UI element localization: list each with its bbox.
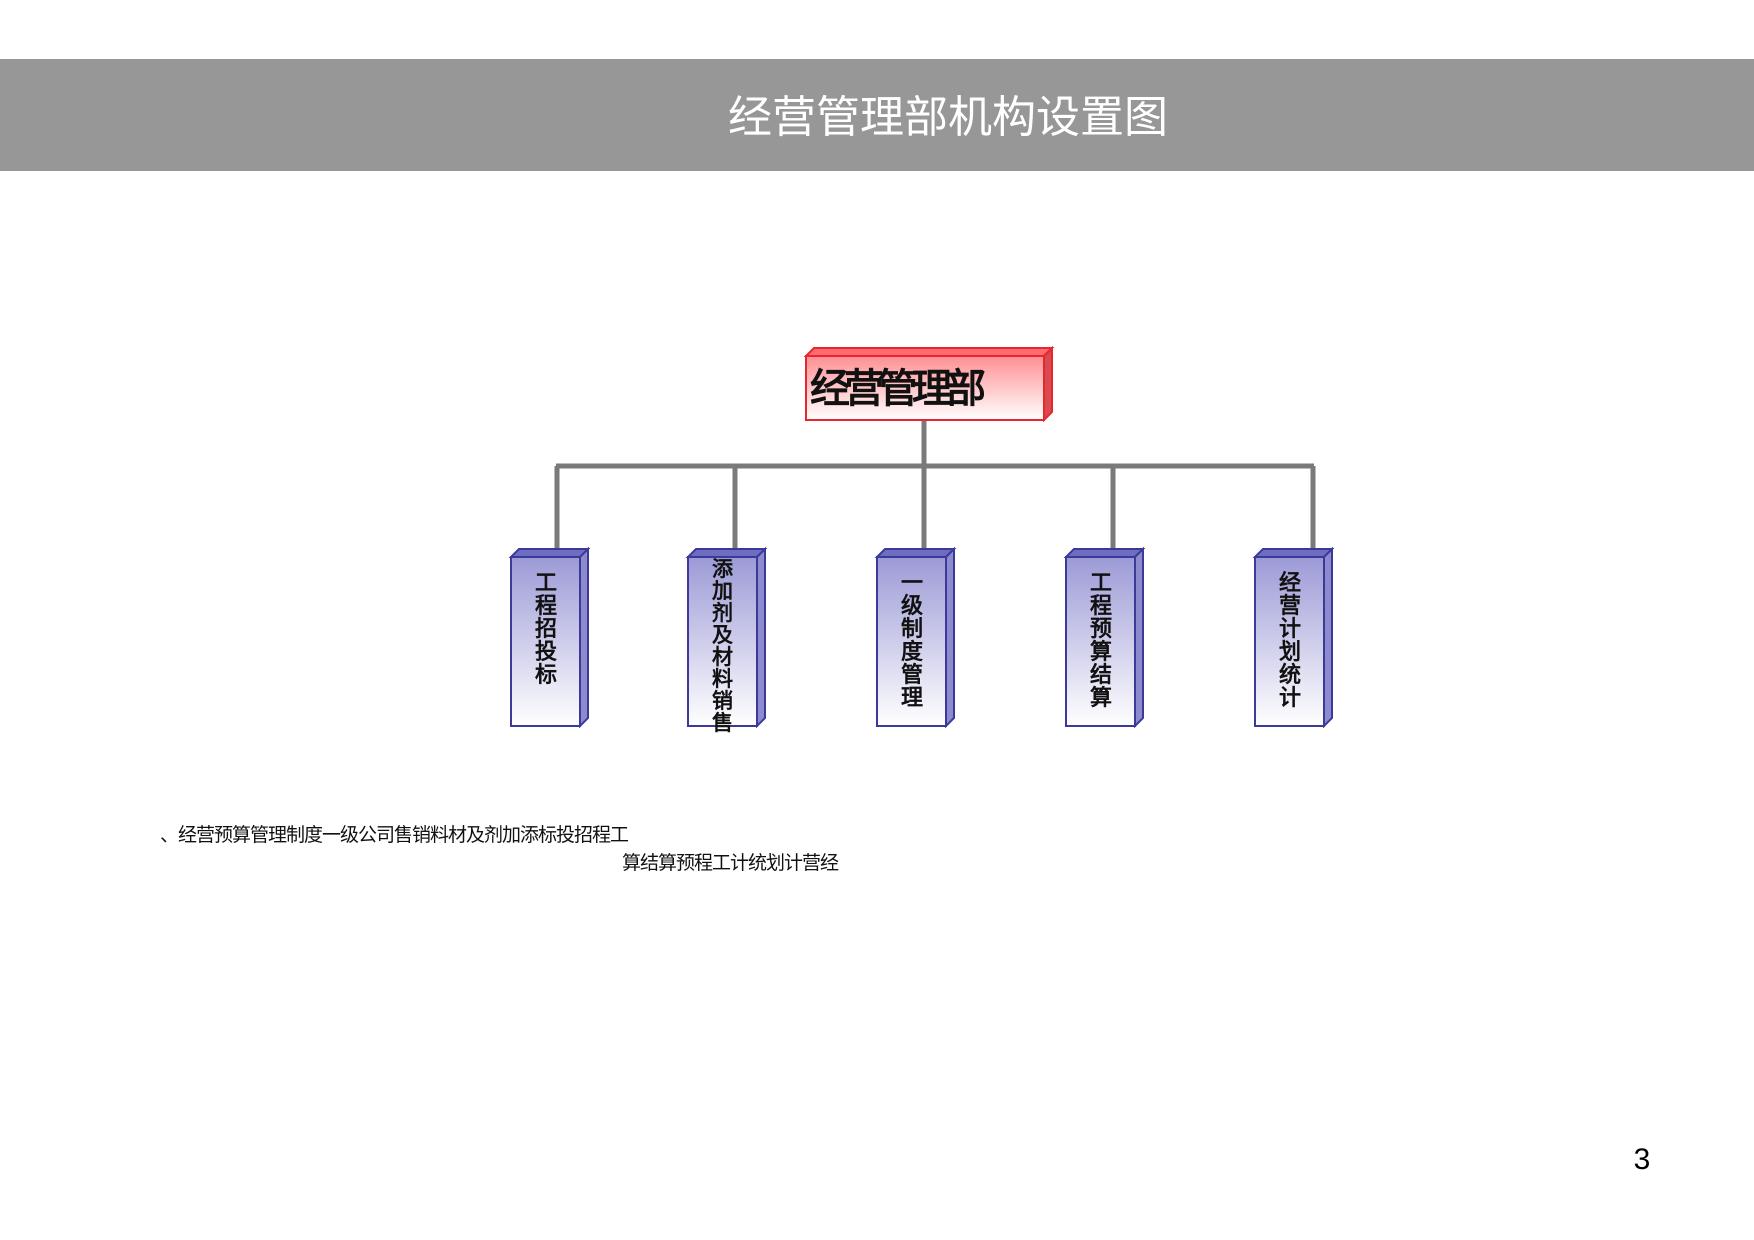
root-node-label: 经营管理部: [810, 366, 986, 412]
child-node-5: [1252, 546, 1335, 729]
child-node-4: [1063, 546, 1146, 729]
root-node: [803, 345, 1055, 423]
child-node-3-label: 一级制度管理: [901, 571, 924, 711]
child-node-1: [508, 546, 591, 729]
child-node-1-label: 工程招投标: [535, 571, 558, 688]
note-line-2: 算结算预程工计统划计营经: [622, 852, 839, 874]
connector-lines: [554, 420, 1316, 550]
note-line-1: 、经营预算管理制度一级公司售销料材及剂加添标投招程工: [160, 824, 629, 846]
child-node-3: [874, 546, 957, 729]
title-banner: [0, 59, 1754, 171]
page-title: 经营管理部机构设置图: [728, 92, 1168, 143]
page-number: 3: [1633, 1143, 1651, 1176]
child-node-5-label: 经营计划统计: [1279, 571, 1302, 711]
child-node-2: [685, 546, 768, 729]
child-node-4-label: 工程预算结算: [1090, 571, 1113, 711]
child-node-2-label: 添加剂及材料销售: [712, 557, 733, 735]
